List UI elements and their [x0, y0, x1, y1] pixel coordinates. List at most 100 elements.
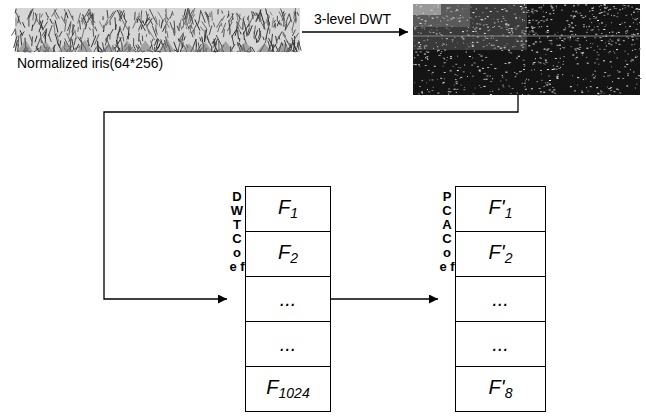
dwt-texture — [439, 55, 441, 56]
dwt-texture — [418, 64, 420, 65]
dwt-texture — [535, 33, 536, 34]
dwt-texture — [443, 18, 445, 19]
iris-texture — [256, 10, 261, 21]
dwt-texture — [543, 16, 545, 17]
iris-texture — [60, 40, 61, 47]
dwt-texture — [461, 85, 462, 86]
coefficient-name: F1024 — [266, 376, 309, 401]
dwt-texture — [613, 15, 615, 16]
dwt-texture — [547, 30, 549, 31]
dwt-texture — [423, 13, 424, 14]
dwt-texture — [632, 50, 633, 51]
dwt-texture — [577, 63, 579, 65]
dwt-texture — [624, 66, 626, 67]
dwt-texture — [490, 94, 492, 95]
dwt-texture — [497, 19, 499, 20]
iris-texture — [252, 11, 254, 19]
iris-texture — [15, 40, 17, 51]
dwt-texture — [490, 91, 491, 92]
dwt-texture — [520, 6, 522, 7]
dwt-texture — [485, 57, 487, 58]
dwt-texture — [505, 45, 506, 46]
dwt-texture — [511, 28, 513, 29]
dwt-texture — [532, 30, 533, 31]
iris-texture — [32, 12, 34, 21]
iris-texture — [256, 43, 272, 52]
iris-texture — [94, 46, 97, 52]
dwt-texture — [517, 25, 519, 26]
dwt-texture — [494, 26, 495, 27]
dwt-texture — [490, 76, 491, 77]
dwt-texture — [415, 52, 417, 53]
iris-texture — [18, 35, 19, 46]
iris-texture — [191, 10, 193, 14]
dwt-texture — [429, 31, 430, 32]
dwt-texture — [593, 18, 594, 19]
iris-texture — [195, 39, 197, 46]
dwt-texture — [541, 80, 542, 81]
dwt-texture — [440, 78, 442, 79]
dwt-texture — [615, 42, 617, 43]
dwt-texture — [575, 12, 577, 13]
coefficient-cell: ... — [455, 276, 546, 322]
dwt-texture — [455, 10, 456, 11]
dwt-texture — [493, 48, 494, 49]
iris-texture — [65, 19, 67, 31]
coefficient-name: F'8 — [489, 376, 513, 401]
subscript: 1024 — [279, 386, 310, 402]
iris-texture — [159, 38, 175, 52]
dwt-texture — [549, 80, 551, 81]
dwt-texture — [614, 8, 615, 9]
dwt-texture — [564, 38, 566, 39]
dwt-texture — [549, 13, 551, 14]
iris-texture — [20, 30, 23, 36]
dwt-texture — [438, 4, 439, 5]
dwt-texture — [544, 64, 545, 65]
dwt-texture — [523, 64, 525, 65]
dwt-texture — [540, 91, 542, 92]
iris-texture — [279, 36, 280, 39]
dwt-texture — [472, 45, 474, 46]
dwt-texture — [418, 17, 420, 18]
dwt-texture — [521, 50, 523, 51]
dwt-texture — [612, 31, 614, 33]
iris-texture — [103, 16, 104, 20]
coefficient-name: ... — [492, 288, 509, 311]
dwt-texture — [551, 7, 553, 8]
iris-texture — [133, 17, 138, 29]
dwt-texture — [502, 27, 503, 28]
iris-texture — [137, 19, 139, 23]
dwt-texture — [489, 30, 490, 31]
iris-texture — [82, 28, 84, 39]
dwt-texture — [463, 43, 464, 44]
dwt-texture — [545, 61, 546, 62]
dwt-texture — [596, 87, 598, 88]
dwt-texture — [470, 43, 471, 44]
dwt-band-line — [413, 36, 640, 37]
dwt-texture — [595, 71, 596, 72]
dwt-texture — [501, 9, 503, 10]
dwt-texture — [480, 56, 482, 57]
dwt-texture — [460, 77, 462, 78]
dwt-texture — [536, 52, 538, 53]
dwt-texture — [616, 33, 617, 34]
iris-texture — [15, 28, 16, 35]
subscript: 8 — [505, 386, 513, 402]
dwt-texture — [425, 21, 427, 22]
iris-texture — [67, 21, 71, 31]
iris-texture — [68, 9, 73, 20]
dwt-texture — [564, 29, 565, 30]
dwt-texture — [485, 38, 486, 39]
iris-texture — [90, 9, 92, 19]
dwt-texture — [617, 13, 618, 14]
dwt-texture — [442, 45, 443, 46]
dwt-texture — [633, 12, 635, 13]
iris-texture — [277, 16, 278, 22]
iris-texture — [29, 8, 33, 17]
iris-texture — [277, 33, 281, 41]
dwt-texture — [434, 14, 436, 15]
dwt-texture — [569, 39, 570, 40]
iris-texture — [22, 22, 24, 28]
dwt-texture — [532, 28, 533, 29]
dwt-texture — [553, 10, 554, 11]
